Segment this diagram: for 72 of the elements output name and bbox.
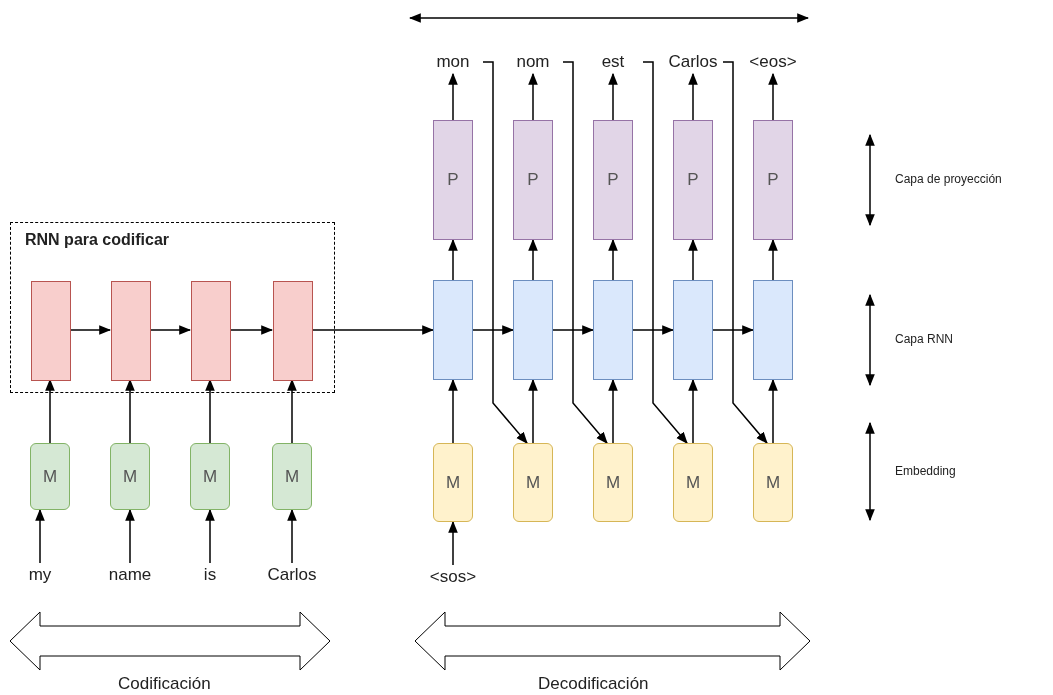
embedding-box: M — [190, 443, 230, 510]
arrow — [688, 72, 698, 121]
projection-box: P — [593, 120, 633, 240]
arrow — [712, 325, 755, 335]
embedding-box: M — [513, 443, 553, 522]
arrow — [149, 325, 192, 335]
dashed-group-box — [10, 222, 335, 393]
rnn-cell-box — [513, 280, 553, 380]
arrow — [448, 238, 458, 281]
rnn-cell-box — [673, 280, 713, 380]
projection-box: P — [753, 120, 793, 240]
embedding-box: M — [110, 443, 150, 510]
rnn-cell-box — [273, 281, 313, 381]
projection-box: P — [513, 120, 553, 240]
rnn-cell-box — [31, 281, 71, 381]
embedding-box: M — [673, 443, 713, 522]
arrow — [722, 61, 768, 444]
layer-label: Capa RNN — [895, 332, 954, 346]
arrow — [688, 378, 698, 444]
rnn-cell-box — [191, 281, 231, 381]
arrow — [448, 520, 458, 566]
projection-box: P — [673, 120, 713, 240]
word-label: <eos> — [743, 50, 803, 74]
arrow — [472, 325, 515, 335]
embedding-box: M — [433, 443, 473, 522]
word-label: <sos> — [423, 565, 483, 589]
arrow — [608, 72, 618, 121]
embedding-box: M — [753, 443, 793, 522]
arrow — [448, 378, 458, 444]
word-label: nom — [503, 50, 563, 74]
section-label: Decodificación — [538, 674, 649, 694]
arrow — [229, 325, 274, 335]
arrow — [608, 378, 618, 444]
word-label: mon — [423, 50, 483, 74]
word-label: est — [583, 50, 643, 74]
arrow — [69, 325, 112, 335]
group-title: RNN para codificar — [25, 231, 170, 249]
arrow — [528, 238, 538, 281]
word-label: Carlos — [663, 50, 723, 74]
projection-box: P — [433, 120, 473, 240]
arrow — [552, 325, 595, 335]
embedding-box: M — [593, 443, 633, 522]
arrow — [562, 61, 608, 444]
arrow — [768, 238, 778, 281]
section-label: Codificación — [118, 674, 211, 694]
rnn-cell-box — [433, 280, 473, 380]
word-label: name — [100, 563, 160, 587]
rnn-cell-box — [111, 281, 151, 381]
layer-label: Embedding — [895, 464, 956, 478]
arrow — [528, 72, 538, 121]
layer-label: Capa de proyección — [895, 172, 1002, 186]
word-label: my — [20, 563, 60, 587]
arrow — [632, 325, 675, 335]
arrow — [311, 325, 435, 335]
arrow — [482, 61, 528, 444]
embedding-box: M — [272, 443, 312, 510]
arrow — [688, 238, 698, 281]
word-label: is — [190, 563, 230, 587]
arrow — [768, 72, 778, 121]
arrow — [287, 508, 297, 564]
arrow — [608, 238, 618, 281]
arrow — [768, 378, 778, 444]
arrow — [528, 378, 538, 444]
arrow — [125, 508, 135, 564]
arrow — [205, 508, 215, 564]
arrow — [642, 61, 688, 444]
arrow — [448, 72, 458, 121]
arrow — [35, 508, 45, 564]
word-label: Carlos — [262, 563, 322, 587]
rnn-cell-box — [753, 280, 793, 380]
rnn-cell-box — [593, 280, 633, 380]
embedding-box: M — [30, 443, 70, 510]
